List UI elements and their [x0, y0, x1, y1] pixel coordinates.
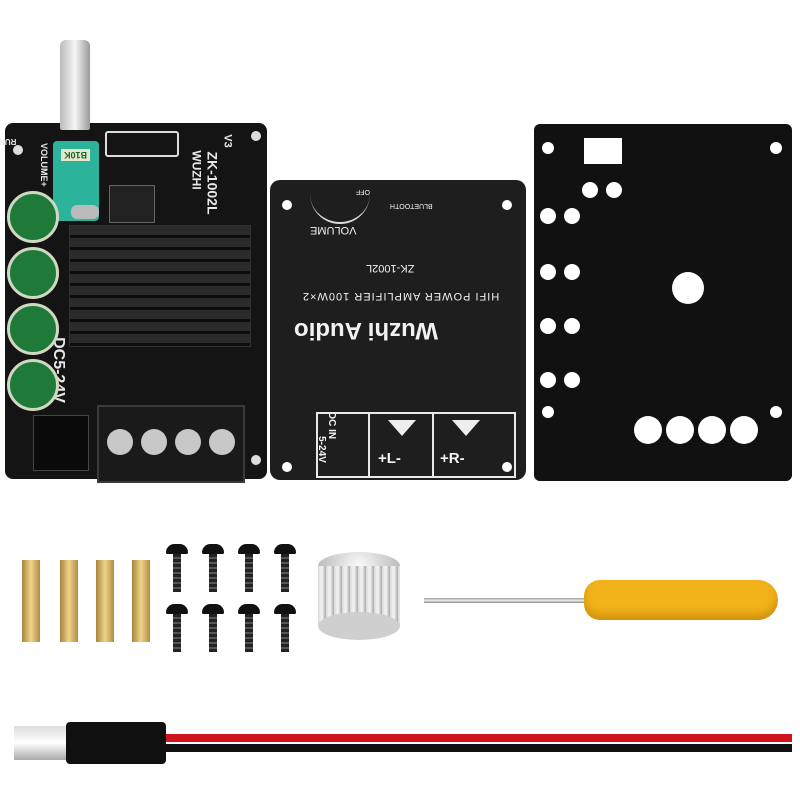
bluetooth-antenna [105, 131, 179, 157]
bottom-plate [534, 124, 792, 481]
mount-hole [282, 200, 292, 210]
square-cutout [584, 138, 622, 164]
left-speaker-icon [388, 420, 416, 436]
mount-hole [13, 145, 23, 155]
cutout [564, 318, 580, 334]
pot-cutout [672, 272, 704, 304]
screwdriver-shaft [424, 598, 594, 603]
screw [238, 544, 260, 594]
panel-model: ZK-1002L [366, 262, 415, 274]
screw [166, 544, 188, 594]
mount-hole [542, 406, 554, 418]
capacitor [7, 359, 59, 411]
version-label: V3 [221, 134, 234, 148]
terminal-block [97, 405, 245, 483]
cable-black [166, 744, 792, 752]
mount-hole [502, 200, 512, 210]
mount-hole [770, 406, 782, 418]
terminal-cutout [698, 416, 726, 444]
dc-plug-tip [14, 726, 68, 760]
terminal-screw [209, 429, 235, 455]
model-label: ZK-1002L [204, 151, 221, 215]
run-label: RUN [0, 137, 17, 146]
screw [274, 604, 296, 654]
cutout [540, 318, 556, 334]
connector-divider [432, 412, 434, 476]
mount-hole [502, 462, 512, 472]
screw [238, 604, 260, 654]
cable-red [166, 734, 792, 742]
brass-standoff [132, 560, 150, 642]
cutout [606, 182, 622, 198]
dc-jack [33, 415, 89, 471]
screw [166, 604, 188, 654]
cutout [564, 264, 580, 280]
top-panel: BLUETOOTH OFF VOLUME ZK-1002L HIFI POWER… [270, 180, 526, 480]
mount-hole [770, 142, 782, 154]
potentiometer-shaft [60, 40, 90, 130]
terminal-screw [141, 429, 167, 455]
volume-arc [310, 192, 370, 224]
crystal [71, 205, 99, 219]
chip [109, 185, 155, 223]
volume-label: VOLUME [310, 224, 357, 236]
mount-hole [251, 131, 261, 141]
bluetooth-label: BLUETOOTH [390, 202, 433, 209]
terminal-cutout [730, 416, 758, 444]
mount-hole [282, 462, 292, 472]
panel-subtitle: HIFI POWER AMPLIFIER 100W×2 [302, 290, 500, 302]
volume-label: VOLUME+ [39, 143, 49, 187]
brass-standoff [60, 560, 78, 642]
mount-hole [542, 142, 554, 154]
terminal-screw [175, 429, 201, 455]
screw [274, 544, 296, 594]
cutout [582, 182, 598, 198]
amplifier-board: RUN VOLUME+ V3 ZK-1002L WUZHI DC5-24V B1… [0, 123, 267, 483]
aluminum-knob [318, 552, 400, 646]
brass-standoff [96, 560, 114, 642]
cutout [540, 264, 556, 280]
screw [202, 604, 224, 654]
connector-box [316, 412, 516, 478]
heatsink [69, 225, 251, 347]
terminal-cutout [666, 416, 694, 444]
screw [202, 544, 224, 594]
left-channel-label: +L- [378, 450, 401, 467]
pot-value: B10K [61, 149, 91, 161]
panel-brand: Wuzhi Audio [294, 317, 438, 344]
dc-voltage-label: 5-24V [315, 436, 327, 463]
cutout [564, 372, 580, 388]
capacitor [7, 191, 59, 243]
connector-divider [368, 412, 370, 476]
terminal-screw [107, 429, 133, 455]
dc-in-label: DC IN [326, 411, 338, 440]
cutout [540, 208, 556, 224]
dc-plug-body [66, 722, 166, 764]
cutout [540, 372, 556, 388]
brass-standoff [22, 560, 40, 642]
cutout [564, 208, 580, 224]
mount-hole [251, 455, 261, 465]
screwdriver-handle [584, 580, 778, 620]
capacitor [7, 247, 59, 299]
capacitor [7, 303, 59, 355]
terminal-cutout [634, 416, 662, 444]
right-speaker-icon [452, 420, 480, 436]
brand-label: WUZHI [189, 150, 204, 190]
right-channel-label: +R- [440, 450, 465, 467]
